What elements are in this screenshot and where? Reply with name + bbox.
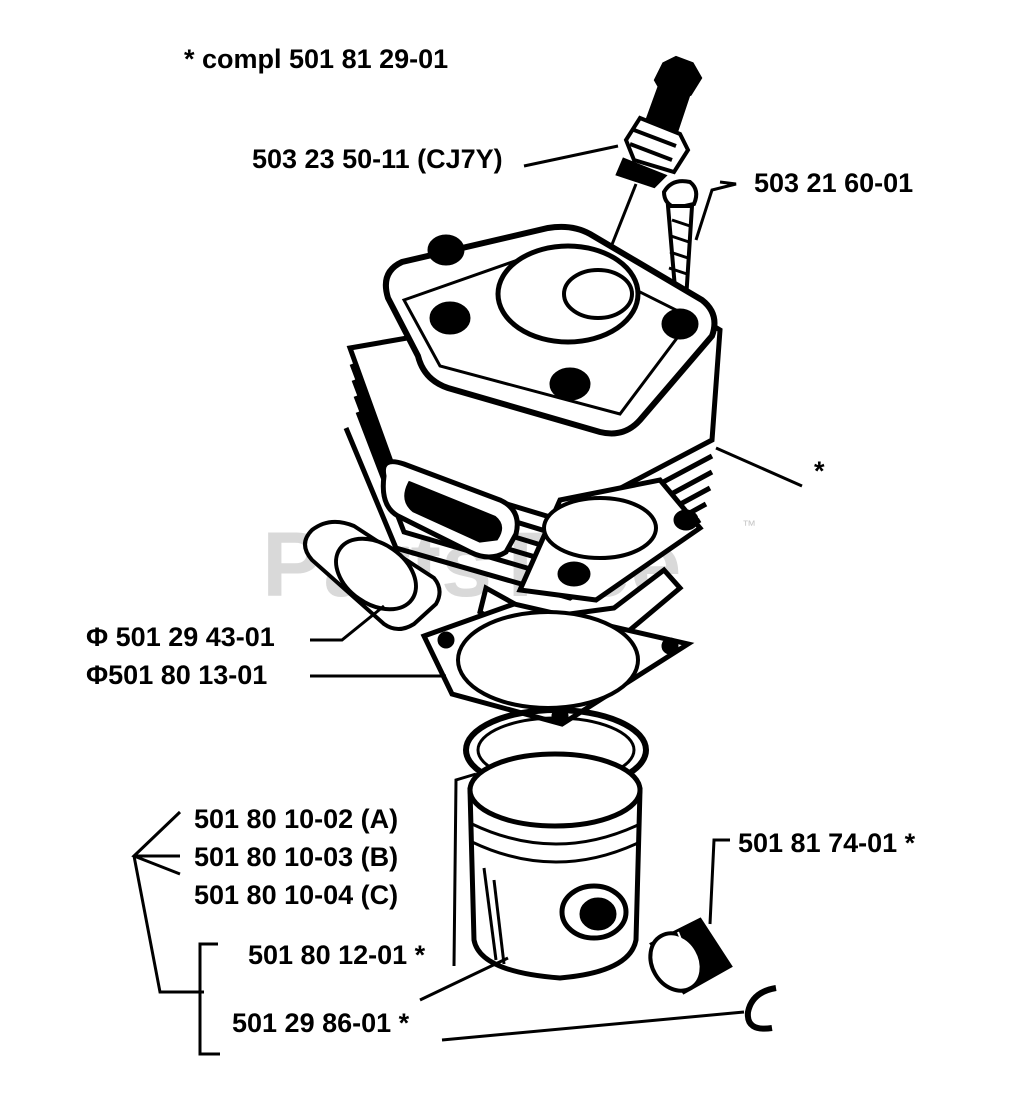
- label-piston-a: 501 80 10-02 (A): [194, 804, 398, 834]
- exhaust-gasket-drawing: [303, 519, 442, 631]
- needle-bearing-drawing: [648, 917, 733, 995]
- screw-drawing: [661, 179, 699, 302]
- label-complete-assembly: * compl 501 81 29-01: [184, 44, 448, 74]
- label-piston-ring: 501 80 12-01 *: [248, 940, 426, 970]
- cylinder-drawing: [343, 223, 723, 653]
- circlip-drawing: [744, 985, 777, 1032]
- base-gasket-drawing: [420, 601, 695, 727]
- watermark-trademark: ™: [742, 517, 756, 533]
- label-exhaust-gasket: Φ 501 29 43-01: [86, 622, 275, 652]
- label-piston-b: 501 80 10-03 (B): [194, 842, 398, 872]
- label-needle-bearing: 501 81 74-01 *: [738, 828, 916, 858]
- label-cylinder-star: *: [814, 456, 825, 486]
- piston-drawing: [467, 751, 643, 981]
- spark-plug-drawing: [588, 55, 703, 301]
- label-piston-assembly: 501 29 86-01 *: [232, 1008, 410, 1038]
- label-base-gasket: Φ501 80 13-01: [86, 660, 267, 690]
- label-spark-plug: 503 23 50-11 (CJ7Y): [252, 144, 503, 174]
- label-screw: 503 21 60-01: [754, 168, 913, 198]
- label-piston-c: 501 80 10-04 (C): [194, 880, 398, 910]
- leader-lines: [131, 144, 803, 1056]
